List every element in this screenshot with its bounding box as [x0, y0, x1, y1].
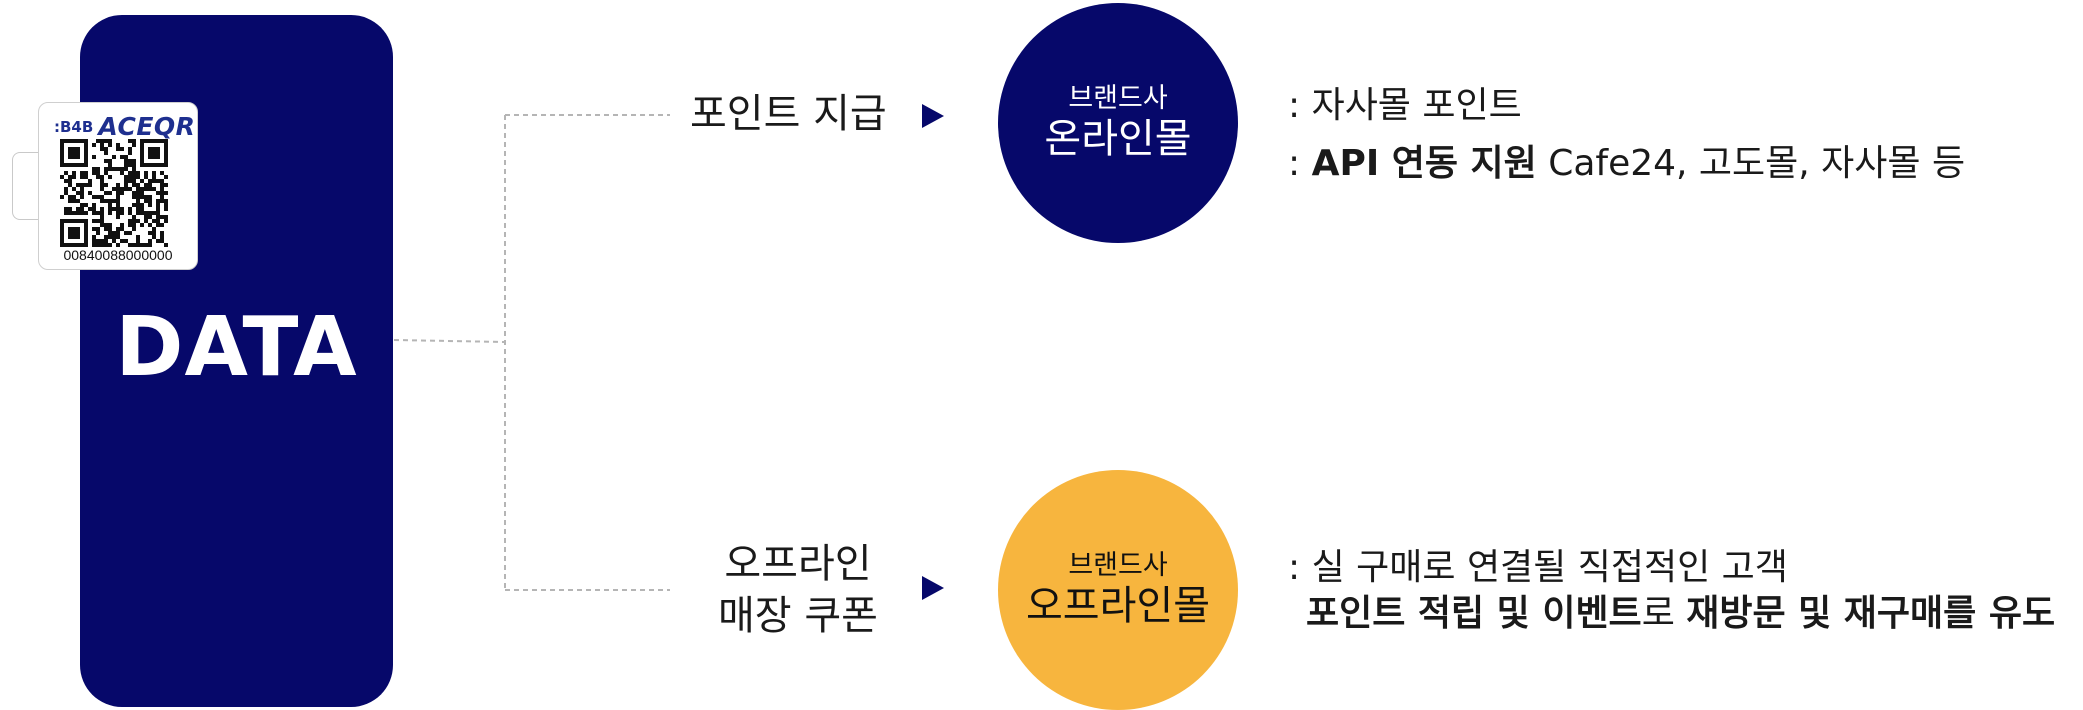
tag-brand-name: ACEQR [98, 112, 196, 141]
desc-text: : 실 구매로 연결될 직접적인 고객 [1288, 547, 1788, 588]
desc-text: : [1288, 143, 1312, 184]
tag-code: 00840088000000 [63, 247, 173, 263]
qr-code-icon [60, 139, 168, 247]
circle-title: 온라인몰 [1044, 115, 1192, 162]
tag-brand-prefix: :B4B [54, 118, 94, 136]
data-title: DATA [115, 300, 358, 395]
circle-online-mall: 브랜드사 온라인몰 [998, 3, 1238, 243]
desc-text-bold: 포인트 적립 및 이벤트 [1306, 593, 1642, 634]
desc-online-line1: : 자사몰 포인트 [1288, 84, 1522, 127]
flow-label-line: 포인트 지급 [690, 91, 887, 137]
circle-subtitle: 브랜드사 [1068, 550, 1168, 582]
circle-title: 오프라인몰 [1026, 582, 1210, 629]
flow-label-line: 매장 쿠폰 [718, 593, 878, 639]
desc-offline-line2: 포인트 적립 및 이벤트로 재방문 및 재구매를 유도 [1306, 592, 2055, 635]
flow-label-line: 오프라인 [724, 541, 872, 587]
circle-subtitle: 브랜드사 [1068, 83, 1168, 115]
arrow-right-icon [922, 104, 944, 128]
desc-offline-line1: : 실 구매로 연결될 직접적인 고객 [1288, 546, 1788, 589]
desc-text: 로 [1641, 593, 1687, 634]
tag-brand-logo: :B4B ACEQR [54, 112, 195, 141]
flow-label-points: 포인트 지급 [690, 88, 887, 140]
desc-text-bold: API 연동 지원 [1311, 143, 1537, 184]
qr-tag: :B4B ACEQR 00840088000000 [38, 102, 198, 270]
flow-label-coupon: 오프라인 매장 쿠폰 [718, 538, 878, 642]
arrow-right-icon [922, 576, 944, 600]
desc-text-bold: 재방문 및 재구매를 유도 [1686, 593, 2056, 634]
desc-online-line2: : API 연동 지원 Cafe24, 고도몰, 자사몰 등 [1288, 142, 1965, 185]
desc-text: : 자사몰 포인트 [1288, 85, 1522, 126]
desc-text: Cafe24, 고도몰, 자사몰 등 [1536, 143, 1966, 184]
connector-main [393, 339, 506, 343]
circle-offline-mall: 브랜드사 오프라인몰 [998, 470, 1238, 710]
